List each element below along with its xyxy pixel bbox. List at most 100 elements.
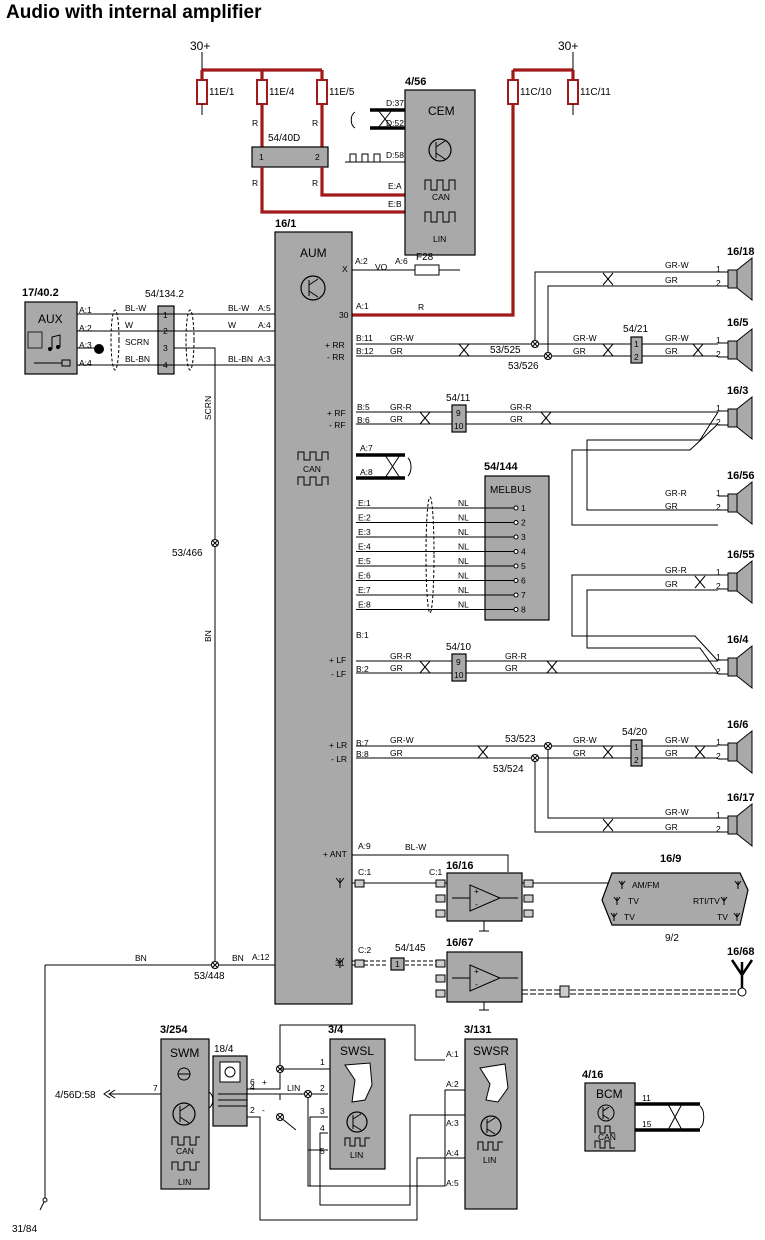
speaker-section: 16/181216/51216/31216/561216/551216/4121…: [356, 246, 755, 848]
connector-label: 54/11: [446, 393, 471, 404]
pin-label: 1: [716, 335, 721, 345]
connector-5411: [451, 404, 467, 433]
pin-label: B:7: [356, 738, 369, 748]
pin-label: 3: [521, 532, 526, 542]
can-label: CAN: [303, 464, 321, 474]
splice-label: 53/448: [194, 971, 225, 982]
aum-terminal-label: + LR: [329, 740, 347, 750]
cem-name: CEM: [428, 104, 455, 118]
antenna-label: TV: [624, 912, 635, 922]
wire-color: GR-W: [665, 735, 689, 745]
pin-label: 1: [716, 737, 721, 747]
lin-label: LIN: [350, 1150, 363, 1160]
twist-mark: [602, 745, 614, 759]
speaker-icon: [727, 493, 738, 513]
pin-label: A:3: [446, 1118, 459, 1128]
supply-30-left: 30+: [190, 39, 210, 53]
wire-color: BL-W: [228, 303, 249, 313]
pin-label: 4: [250, 1082, 255, 1092]
wire-color: R: [418, 302, 424, 312]
aum-terminal-label: - RF: [329, 420, 346, 430]
pin-label: 6: [250, 1077, 255, 1087]
wire-color: GR-W: [573, 333, 597, 343]
wire-color: GR: [390, 663, 403, 673]
supply-30-right: 30+: [558, 39, 578, 53]
switch-icon: [479, 1063, 509, 1103]
connector-541342-label: 54/134.2: [145, 289, 184, 300]
wire-color: GR-W: [390, 735, 414, 745]
pin-label: 1: [634, 339, 639, 349]
antenna-icon: [730, 959, 754, 988]
splice-label: 53/524: [493, 764, 524, 775]
wire-color: BL-W: [405, 842, 426, 852]
speaker-icon: [727, 340, 738, 360]
wire-color: GR: [505, 663, 518, 673]
ground-section: BN BN 53/448 31/84: [12, 953, 275, 1235]
aum-terminal-label: - LR: [331, 754, 347, 764]
speaker-icon: [727, 815, 738, 835]
fuse-label: F28: [416, 252, 434, 263]
twist-mark: [602, 818, 614, 832]
pin-label: A:2: [79, 323, 92, 333]
can-label: CAN: [176, 1146, 194, 1156]
wire-color: R: [252, 118, 258, 128]
connector-5420: [630, 739, 643, 767]
cem-id: 4/56: [405, 76, 426, 88]
swsl-name: SWSL: [340, 1044, 374, 1058]
pin-label: C:1: [358, 867, 372, 877]
wire-color: GR-R: [390, 651, 412, 661]
speaker-id: 16/55: [727, 549, 755, 561]
fuse-11e4: 11E/4: [256, 70, 295, 147]
wire-color: GR-W: [665, 807, 689, 817]
twist-mark: [540, 411, 552, 425]
fuse-11c10: 11C/10: [352, 70, 552, 317]
twist-mark: [694, 575, 706, 589]
speaker-icon: [727, 742, 738, 762]
wire-color: BN: [135, 953, 147, 963]
splice-label: 53/525: [490, 345, 521, 356]
pin-label: A:8: [360, 467, 373, 477]
antenna-label: TV: [628, 896, 639, 906]
amp-1667: [446, 951, 523, 1003]
splice-label: 53/526: [508, 361, 539, 372]
pin-label: -: [475, 979, 478, 989]
transistor-icon: [346, 1111, 368, 1133]
pin-label: E:6: [358, 571, 371, 581]
pin-label: +: [474, 886, 479, 896]
wire-color: GR: [665, 748, 678, 758]
pin-label: 9: [456, 657, 461, 667]
pin-label: 2: [716, 417, 721, 427]
wire-color: VO: [375, 262, 388, 272]
wire-color: NL: [458, 513, 469, 523]
pin-label: 2: [716, 824, 721, 834]
aux-box: [24, 301, 78, 375]
wire-color: GR: [665, 275, 678, 285]
aum-terminal-label: + RF: [327, 408, 346, 418]
wire-color: W: [125, 320, 133, 330]
fuse-f28: [414, 264, 440, 276]
pin-label: 1: [320, 1057, 325, 1067]
twist-mark: [458, 343, 470, 357]
wire-color: GR-R: [390, 402, 412, 412]
wire-color: NL: [458, 542, 469, 552]
antenna-icon: [335, 957, 345, 968]
twist-mark: [692, 343, 704, 357]
pin-label: D:52: [386, 118, 404, 128]
pin-label: 10: [454, 670, 464, 680]
swm-name: SWM: [170, 1046, 199, 1060]
wire-color: GR-R: [665, 565, 687, 575]
pin-label: 2: [634, 755, 639, 765]
wire-color: R: [252, 178, 258, 188]
transistor-icon: [480, 1115, 502, 1137]
antenna-1668-id: 16/68: [727, 946, 755, 958]
pin-label: 5: [320, 1146, 325, 1156]
wire-color: GR-W: [665, 333, 689, 343]
pin-label: 11: [642, 1093, 651, 1103]
bcm-box: [584, 1082, 636, 1152]
pin-label: 15: [642, 1119, 652, 1129]
fuse-label: 11E/1: [209, 87, 235, 98]
pin-label: 1: [163, 310, 168, 320]
transistor-icon: [428, 138, 452, 162]
